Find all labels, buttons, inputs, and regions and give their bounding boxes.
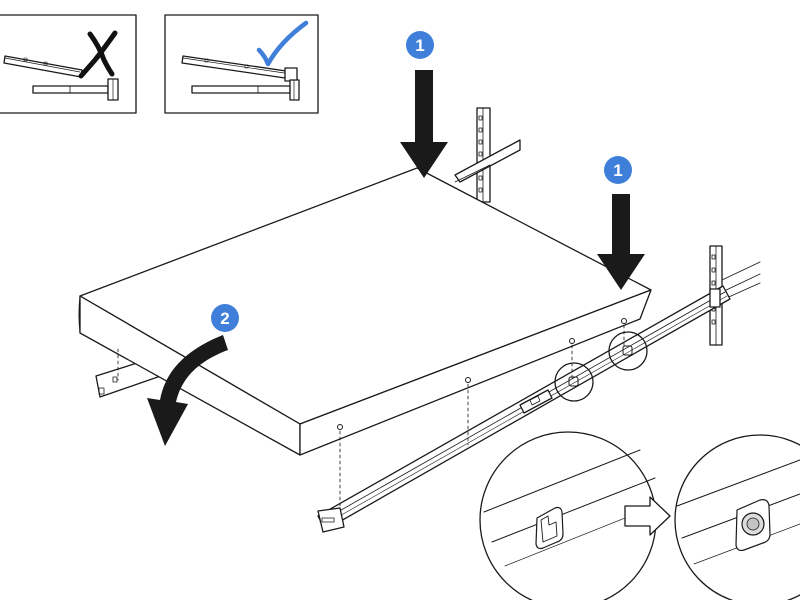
down-arrow-icon [400, 70, 448, 178]
step-number: 1 [415, 36, 424, 55]
detail-callout-engaged [674, 434, 800, 600]
step-badge-rear-right: 1 [604, 156, 632, 184]
flat-rail [32, 78, 119, 101]
tray-side-face [299, 289, 652, 456]
slot-highlight-middle [554, 362, 594, 402]
curved-arrow-icon [147, 335, 228, 446]
rear-left-rack-post [454, 107, 521, 203]
step-number: 1 [613, 161, 622, 180]
check-mark-icon [256, 20, 309, 67]
server-tray [78, 167, 652, 509]
slot-highlight-rear [608, 331, 648, 371]
right-arrow-icon [624, 496, 671, 536]
tilted-rail [181, 55, 298, 82]
right-slide-rail [317, 285, 731, 533]
step-number: 2 [220, 309, 229, 328]
correct-angle-inset [164, 14, 319, 114]
step-badge-front-rotate: 2 [211, 304, 239, 332]
incorrect-angle-inset [0, 14, 137, 114]
down-arrow-icon [597, 194, 645, 290]
pin-alignment-lines [117, 324, 625, 509]
flat-rail [191, 79, 300, 101]
step-badge-rear-left: 1 [406, 31, 434, 59]
mounting-pins [337, 318, 627, 430]
x-mark-icon [78, 30, 118, 79]
